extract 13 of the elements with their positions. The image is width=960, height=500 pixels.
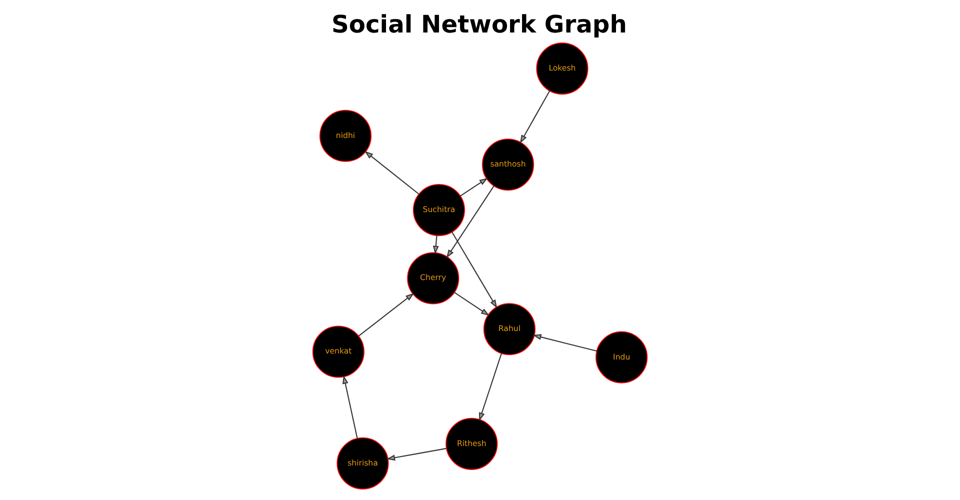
arrow [532,334,597,352]
arrow [432,236,439,254]
arrow [460,178,488,196]
arrow [520,90,550,144]
arrow [386,448,446,461]
arrow [454,292,490,316]
arrow [446,186,494,258]
arrow [479,353,502,422]
arrow [452,232,498,308]
arrow [358,292,414,336]
arrow [364,151,420,195]
arrow [342,375,358,438]
diagram-title: Social Network Graph [332,10,627,38]
